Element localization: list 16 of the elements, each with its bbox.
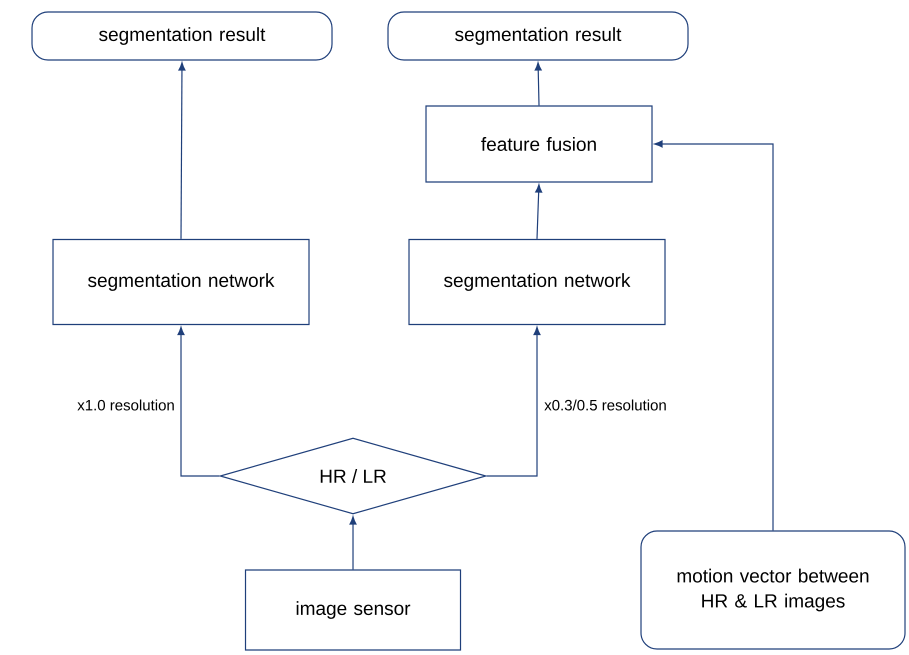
- result-box: segmentation result: [31, 11, 333, 61]
- input-box: motion vector between HR & LR images: [640, 530, 906, 650]
- edge-label: x0.3/0.5 resolution: [544, 400, 666, 410]
- arrow: [178, 62, 186, 239]
- arrow: [534, 62, 542, 106]
- arrow: [654, 140, 774, 530]
- arrow: [486, 326, 541, 477]
- process-box: segmentation network: [52, 238, 310, 326]
- arrow: [535, 184, 542, 239]
- arrow: [178, 326, 220, 477]
- arrow: [349, 516, 357, 570]
- process-box: segmentation network: [408, 238, 666, 326]
- process-box: image sensor: [244, 569, 462, 651]
- edge-label: x1.0 resolution: [77, 400, 174, 410]
- process-box: feature fusion: [425, 105, 653, 183]
- result-box: segmentation result: [387, 11, 689, 61]
